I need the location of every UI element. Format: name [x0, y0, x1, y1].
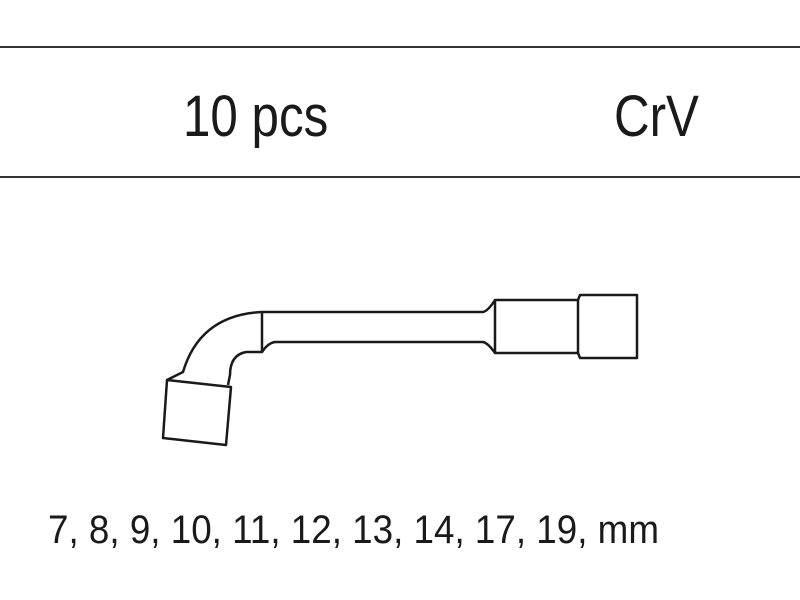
sizes-list: 7, 8, 9, 10, 11, 12, 13, 14, 17, 19, mm [48, 508, 659, 552]
quantity-label: 10 pcs [183, 84, 329, 149]
top-divider [0, 46, 800, 48]
material-label: CrV [614, 84, 699, 149]
bottom-divider [0, 176, 800, 178]
